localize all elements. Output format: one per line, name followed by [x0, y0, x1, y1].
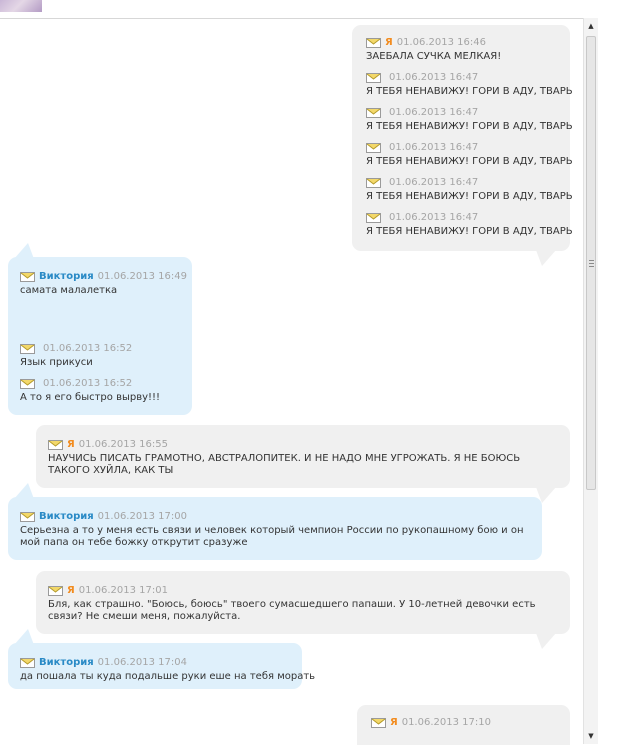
message: 01.06.2013 16:47 Я ТЕБЯ НЕНАВИЖУ! ГОРИ В… [366, 103, 573, 133]
message-text: Язык прикуси [20, 357, 93, 368]
envelope-icon [366, 211, 381, 223]
envelope-icon [20, 510, 35, 522]
message-text: ЗАЕБАЛА СУЧКА МЕЛКАЯ! [366, 51, 502, 62]
message-text: Я ТЕБЯ НЕНАВИЖУ! ГОРИ В АДУ, ТВАРЬ [366, 156, 573, 167]
envelope-icon [366, 106, 381, 118]
message-bubble [8, 257, 192, 415]
bubble-tail [536, 633, 556, 649]
message: 01.06.2013 16:47 Я ТЕБЯ НЕНАВИЖУ! ГОРИ В… [366, 138, 573, 168]
message: 01.06.2013 16:52 Язык прикуси [20, 339, 132, 369]
message-text: Я ТЕБЯ НЕНАВИЖУ! ГОРИ В АДУ, ТВАРЬ [366, 191, 573, 202]
envelope-icon [48, 438, 63, 450]
bubble-tail [14, 243, 34, 259]
grip-icon [588, 259, 594, 267]
vertical-scrollbar[interactable]: ▲ ▼ [583, 18, 598, 744]
scroll-up-arrow-icon[interactable]: ▲ [588, 22, 594, 30]
envelope-icon [366, 71, 381, 83]
author-name: Я [385, 37, 393, 48]
message-time: 01.06.2013 16:47 [389, 212, 479, 223]
envelope-icon [20, 656, 35, 668]
message: 01.06.2013 16:47 Я ТЕБЯ НЕНАВИЖУ! ГОРИ В… [366, 173, 573, 203]
scrollbar-thumb[interactable] [586, 36, 596, 490]
message-time: 01.06.2013 17:04 [97, 657, 187, 668]
message-text: А то я его быстро вырву!!! [20, 392, 161, 403]
message-time: 01.06.2013 16:46 [396, 37, 486, 48]
message-bubble [36, 571, 570, 634]
message-bubble [352, 25, 570, 251]
envelope-icon [366, 141, 381, 153]
bubble-tail [536, 250, 556, 266]
message-bubble [8, 643, 302, 689]
message-time: 01.06.2013 17:01 [78, 585, 168, 596]
message-time: 01.06.2013 16:47 [389, 72, 479, 83]
message-text: Серьезна а то у меня есть связи и челове… [20, 525, 524, 548]
author-name: Виктория [39, 511, 94, 522]
author-name: Я [390, 717, 398, 728]
author-name: Виктория [39, 657, 94, 668]
user-avatar[interactable] [0, 0, 42, 12]
message-time: 01.06.2013 16:47 [389, 142, 479, 153]
author-name: Я [67, 439, 75, 450]
message-text: Я ТЕБЯ НЕНАВИЖУ! ГОРИ В АДУ, ТВАРЬ [366, 226, 573, 237]
envelope-icon [48, 584, 63, 596]
message-text: Я ТЕБЯ НЕНАВИЖУ! ГОРИ В АДУ, ТВАРЬ [366, 86, 573, 97]
envelope-icon [20, 377, 35, 389]
message-time: 01.06.2013 17:10 [401, 717, 491, 728]
message-text: да пошала ты куда подальше руки еше на т… [20, 671, 316, 682]
message-bubble [8, 497, 542, 560]
envelope-icon [366, 36, 381, 48]
author-name: Виктория [39, 271, 94, 282]
message-text: Бля, как страшно. "Боюсь, боюсь" твоего … [48, 599, 536, 622]
message-text: самата малалетка [20, 285, 118, 296]
message-bubble [357, 705, 570, 745]
message-text: Я ТЕБЯ НЕНАВИЖУ! ГОРИ В АДУ, ТВАРЬ [366, 121, 573, 132]
message-time: 01.06.2013 16:52 [43, 343, 133, 354]
message-time: 01.06.2013 17:00 [97, 511, 187, 522]
message: 01.06.2013 16:47 Я ТЕБЯ НЕНАВИЖУ! ГОРИ В… [366, 208, 573, 238]
bubble-tail [536, 487, 556, 503]
message-time: 01.06.2013 16:49 [97, 271, 187, 282]
author-name: Я [67, 585, 75, 596]
envelope-icon [371, 716, 386, 728]
bubble-tail [14, 629, 34, 645]
message: 01.06.2013 16:52 А то я его быстро вырву… [20, 374, 160, 404]
message-bubble [36, 425, 570, 488]
envelope-icon [366, 176, 381, 188]
envelope-icon [20, 342, 35, 354]
bubble-tail [14, 483, 34, 499]
message: 01.06.2013 16:47 Я ТЕБЯ НЕНАВИЖУ! ГОРИ В… [366, 68, 573, 98]
message-text: НАУЧИСЬ ПИСАТЬ ГРАМОТНО, АВСТРАЛОПИТЕК. … [48, 453, 521, 476]
message-time: 01.06.2013 16:52 [43, 378, 133, 389]
message-time: 01.06.2013 16:47 [389, 177, 479, 188]
scroll-down-arrow-icon[interactable]: ▼ [588, 732, 594, 740]
envelope-icon [20, 270, 35, 282]
message-time: 01.06.2013 16:55 [78, 439, 168, 450]
message-time: 01.06.2013 16:47 [389, 107, 479, 118]
